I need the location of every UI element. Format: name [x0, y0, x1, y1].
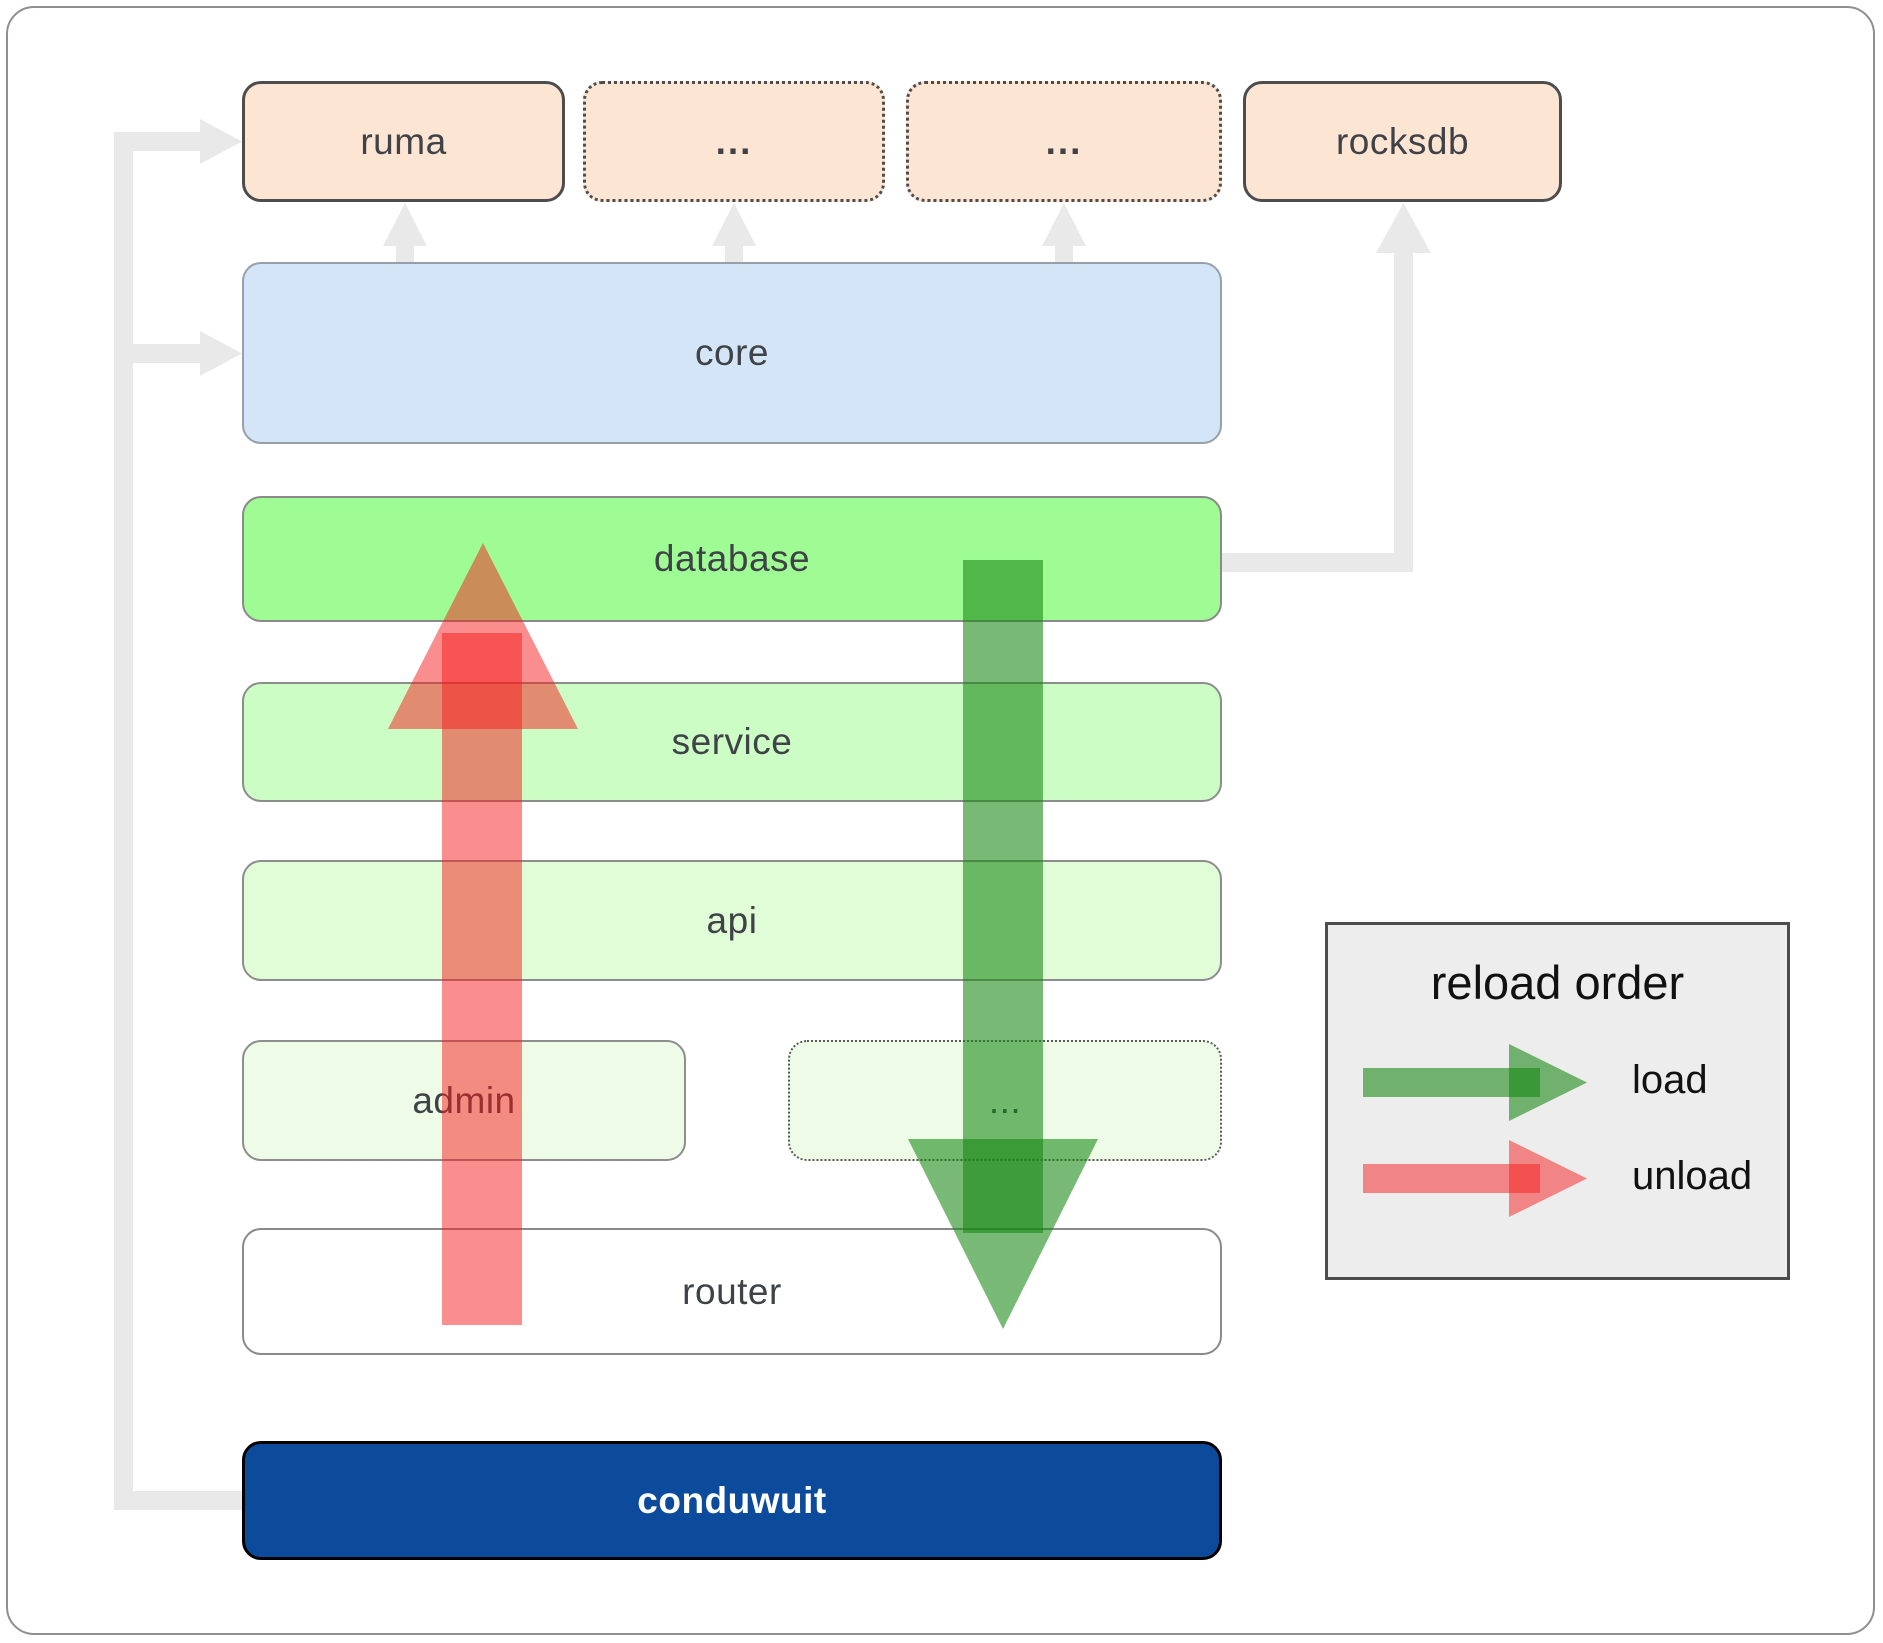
node-ellipsis-top-2-label: ... — [1045, 120, 1083, 162]
node-api: api — [242, 860, 1222, 981]
connector-database-to-rocksdb-horizontal — [1222, 553, 1403, 572]
node-core: core — [242, 262, 1222, 444]
node-ruma-label: ruma — [360, 120, 447, 162]
node-conduwuit-label: conduwuit — [637, 1479, 827, 1521]
legend-load-label: load — [1632, 1058, 1708, 1102]
node-core-label: core — [695, 332, 769, 373]
connector-database-to-rocksdb-vertical — [1394, 253, 1413, 572]
node-rocksdb-label: rocksdb — [1335, 120, 1470, 162]
node-conduwuit: conduwuit — [242, 1441, 1222, 1560]
node-api-label: api — [706, 899, 758, 941]
node-ruma: ruma — [242, 81, 565, 202]
node-ellipsis-top-1-label: ... — [715, 120, 753, 162]
connector-core-to-ellipsis1-shaft — [725, 246, 743, 262]
connector-core-to-ellipsis2-shaft — [1055, 246, 1073, 262]
unload-arrow-shaft — [442, 633, 522, 1325]
node-service: service — [242, 682, 1222, 802]
legend-unload-label: unload — [1632, 1154, 1753, 1198]
diagram-outer-frame — [6, 6, 1875, 1635]
legend-box: reload order — [1325, 922, 1790, 1280]
node-ellipsis-top-1: ... — [583, 81, 885, 202]
legend-title: reload order — [1430, 956, 1685, 1009]
node-database: database — [242, 496, 1222, 622]
node-service-label: service — [671, 721, 793, 762]
connector-core-to-ruma-shaft — [396, 246, 414, 262]
connector-to-ruma-line — [114, 132, 200, 151]
node-router-label: router — [682, 1270, 782, 1312]
node-ellipsis-top-2: ... — [906, 81, 1222, 202]
node-database-label: database — [653, 538, 811, 579]
connector-from-conduwuit-line — [114, 1491, 242, 1510]
node-rocksdb: rocksdb — [1243, 81, 1562, 202]
node-router: router — [242, 1228, 1222, 1355]
connector-to-core-line — [126, 344, 200, 363]
load-arrow-shaft — [963, 560, 1043, 1233]
connector-conduwuit-vertical-line — [114, 133, 133, 1510]
